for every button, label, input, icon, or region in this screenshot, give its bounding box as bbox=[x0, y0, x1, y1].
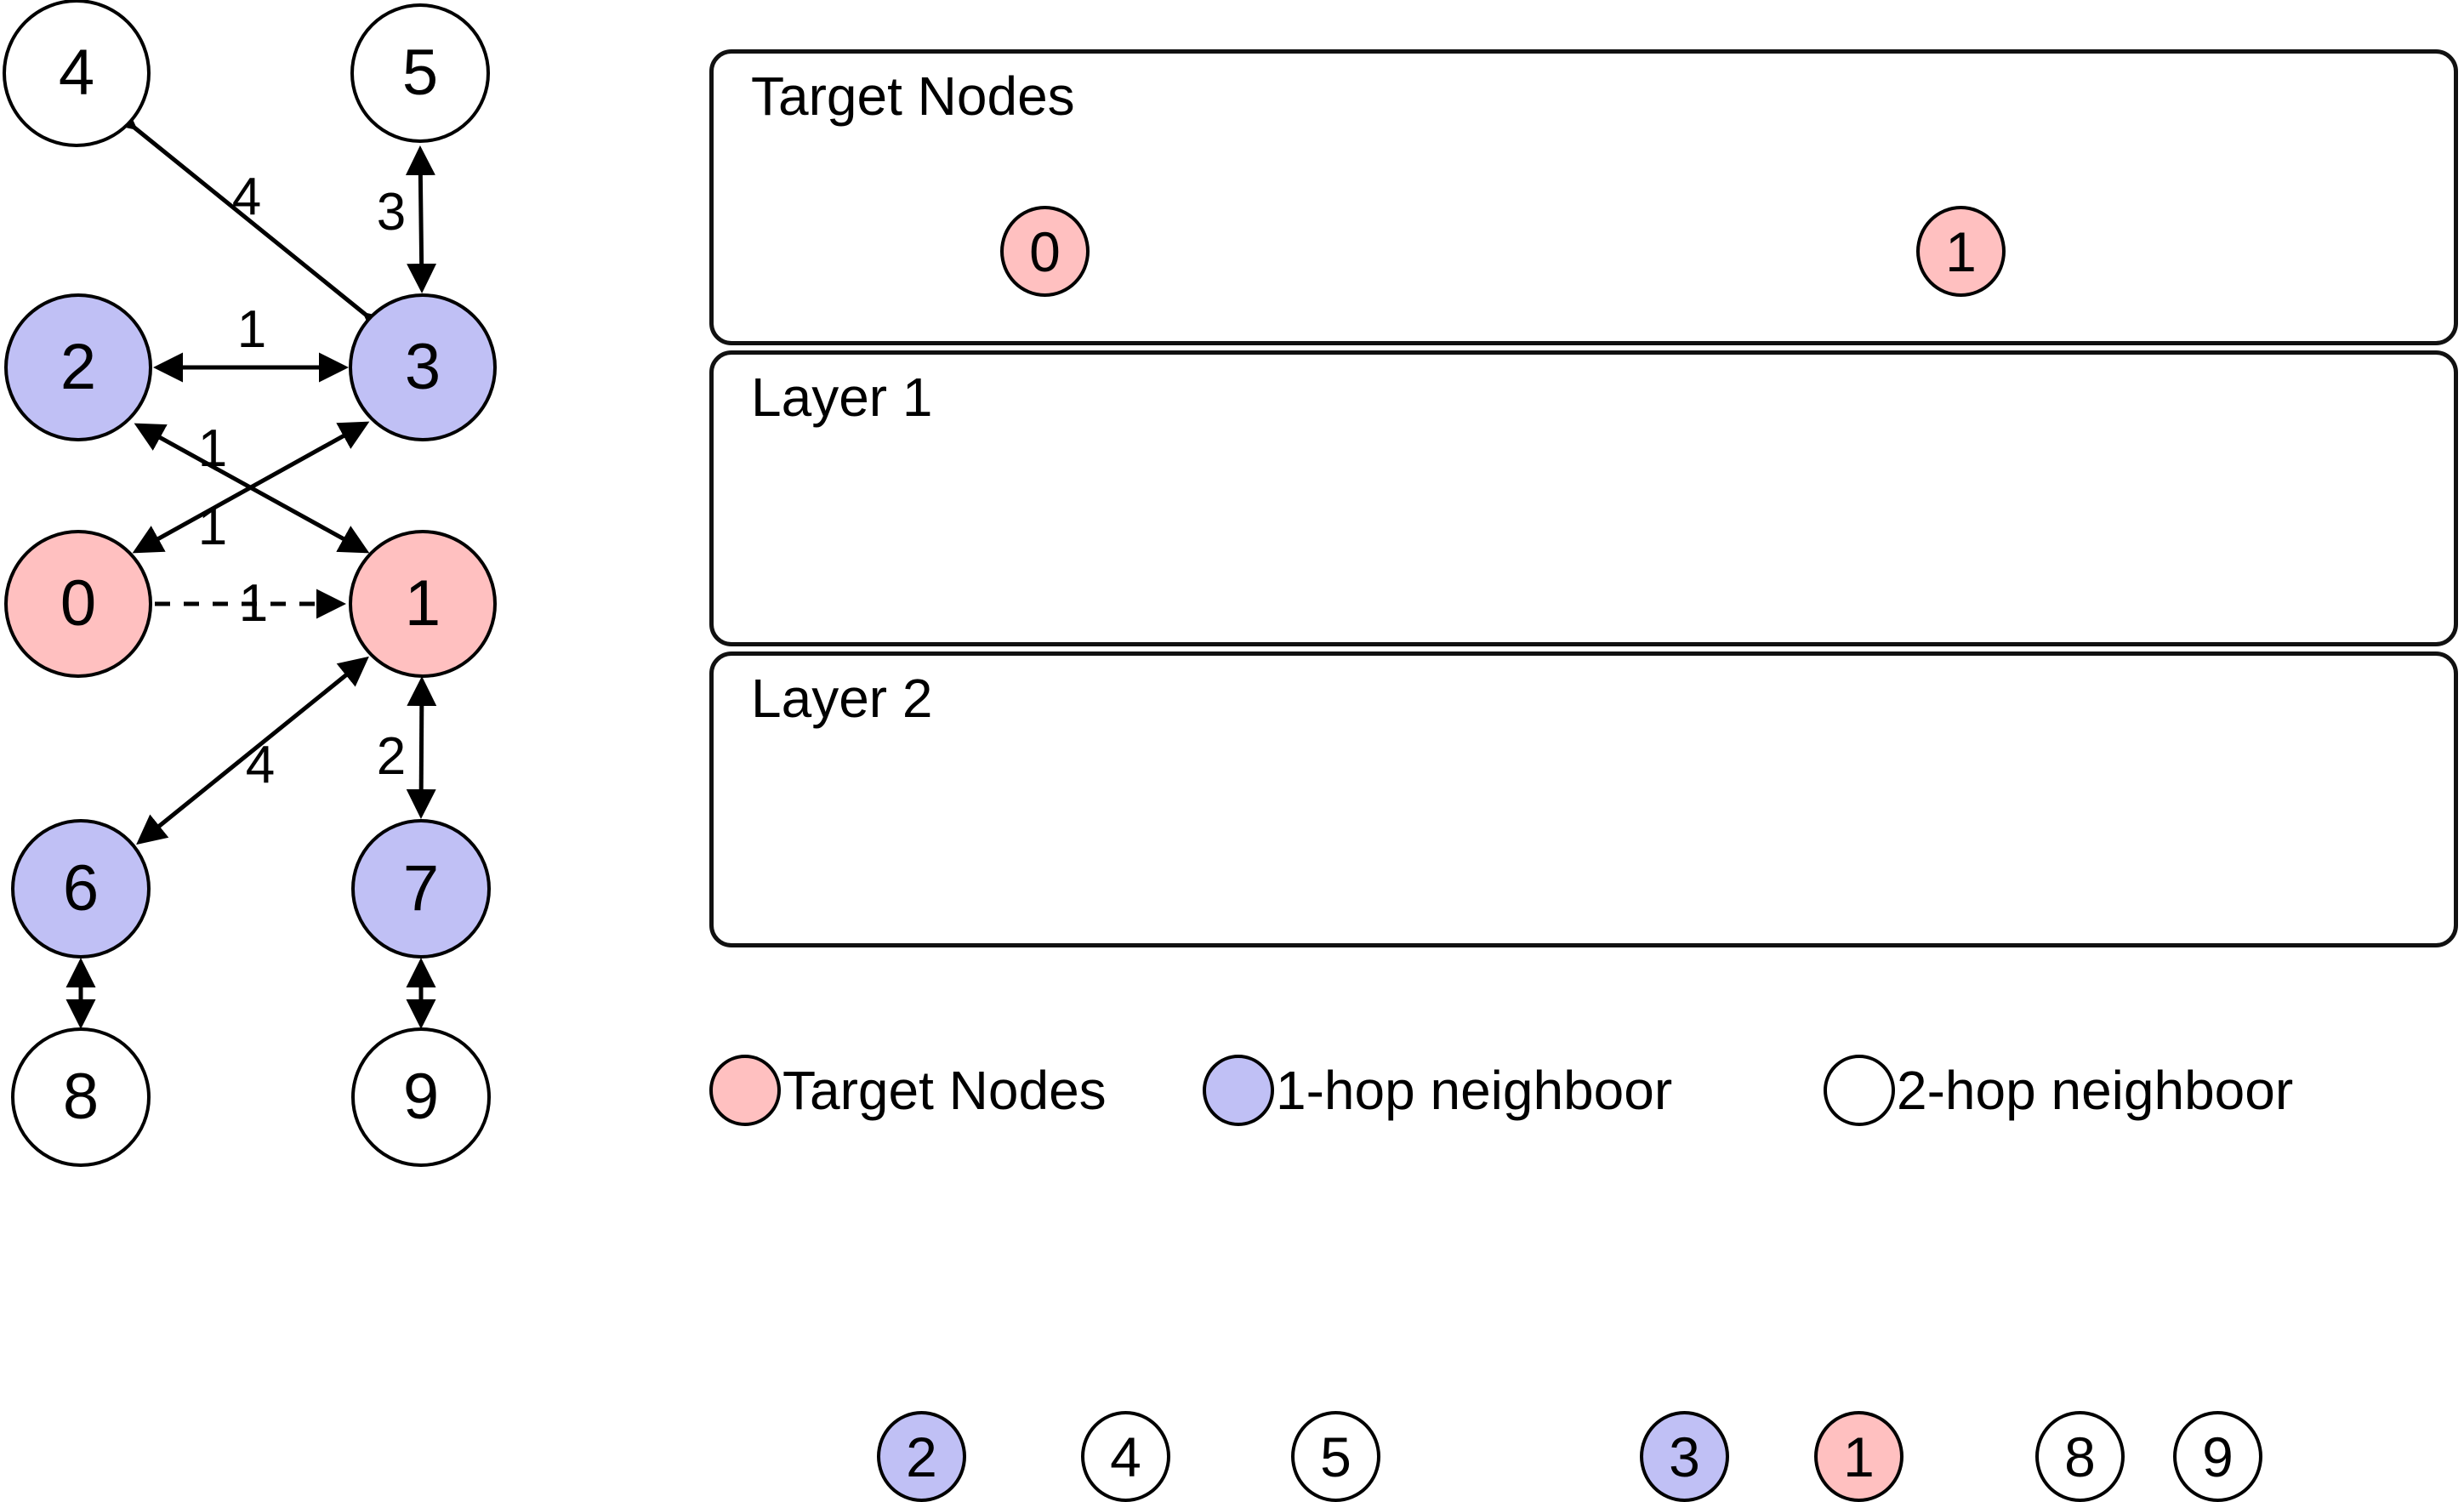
layer-node-label: 4 bbox=[1110, 1425, 1141, 1488]
graph-node-8[interactable]: 8 bbox=[11, 1027, 151, 1167]
layer-box-layer-1: Layer 1 3 2 6 7 bbox=[709, 350, 2458, 900]
layer-node-9[interactable]: 9 bbox=[2173, 1411, 2262, 1502]
edge-weight-0-3: 1 bbox=[197, 498, 228, 556]
layer-node-label: 3 bbox=[1669, 1425, 1700, 1488]
graph-node-label: 6 bbox=[62, 852, 100, 925]
edge-weight-5-3: 3 bbox=[376, 183, 407, 242]
layer-node-label: 1 bbox=[1945, 219, 1977, 283]
graph-edges-svg bbox=[65, 100, 437, 1029]
edge-weight-2-3: 1 bbox=[236, 300, 267, 359]
graph-node-4[interactable]: 4 bbox=[3, 0, 151, 147]
edge-weight-1-7: 2 bbox=[376, 727, 407, 786]
graph-node-0[interactable]: 0 bbox=[4, 530, 152, 678]
edge-0-3 bbox=[132, 421, 370, 554]
edge-weight-1-2: 1 bbox=[197, 419, 228, 478]
layer-node-5[interactable]: 5 bbox=[1291, 1411, 1380, 1502]
graph-node-label: 7 bbox=[402, 852, 440, 925]
legend-item-1-hop: 1-hop neighboor bbox=[1203, 1055, 1672, 1126]
legend-label: Target Nodes bbox=[782, 1060, 1107, 1121]
edge-3-4 bbox=[105, 100, 395, 343]
graph-node-2[interactable]: 2 bbox=[4, 293, 152, 441]
layer-node-4[interactable]: 4 bbox=[1081, 1411, 1170, 1502]
graph-node-label: 5 bbox=[401, 37, 439, 109]
graph-node-label: 2 bbox=[60, 331, 97, 403]
layer-node-0[interactable]: 0 bbox=[1000, 206, 1090, 297]
layer-node-1[interactable]: 1 bbox=[1814, 1411, 1903, 1502]
legend-item-target-nodes: Target Nodes bbox=[709, 1055, 1107, 1126]
two-hop-node-swatch-icon bbox=[1824, 1055, 1895, 1126]
layer-node-8[interactable]: 8 bbox=[2035, 1411, 2125, 1502]
layers-panel: Target Nodes 0 1 Layer 1 3 2 6 7 bbox=[709, 0, 2464, 1502]
edge-5-3 bbox=[405, 145, 437, 293]
graph-panel: 4 5 2 3 0 1 6 7 8 9 4 3 1 1 bbox=[0, 0, 561, 1167]
graph-node-1[interactable]: 1 bbox=[349, 530, 497, 678]
layer-title: Target Nodes bbox=[751, 65, 1075, 127]
graph-node-7[interactable]: 7 bbox=[351, 819, 491, 959]
layer-title: Layer 1 bbox=[751, 367, 933, 428]
layer-node-1[interactable]: 1 bbox=[1916, 206, 2006, 297]
legend-label: 1-hop neighboor bbox=[1276, 1060, 1673, 1121]
edge-weight-0-1: 1 bbox=[238, 574, 269, 633]
layer-node-3[interactable]: 3 bbox=[1640, 1411, 1729, 1502]
graph-node-5[interactable]: 5 bbox=[350, 3, 490, 143]
layer-node-label: 9 bbox=[2202, 1425, 2234, 1488]
legend-item-2-hop: 2-hop neighboor bbox=[1824, 1055, 2293, 1126]
target-node-swatch-icon bbox=[709, 1055, 781, 1126]
graph-node-label: 4 bbox=[58, 37, 95, 109]
layer-node-label: 8 bbox=[2064, 1425, 2096, 1488]
layer-box-target-nodes: Target Nodes 0 1 bbox=[709, 49, 2458, 345]
edge-weight-1-6: 4 bbox=[245, 736, 276, 794]
layer-node-label: 1 bbox=[1843, 1425, 1875, 1488]
graph-node-6[interactable]: 6 bbox=[11, 819, 151, 959]
legend-label: 2-hop neighboor bbox=[1897, 1060, 2294, 1121]
edge-1-7 bbox=[406, 676, 437, 819]
layer-node-label: 2 bbox=[906, 1425, 937, 1488]
legend: Target Nodes 1-hop neighboor 2-hop neigh… bbox=[709, 1044, 2464, 1146]
edge-1-6 bbox=[136, 656, 369, 845]
graph-node-3[interactable]: 3 bbox=[349, 293, 497, 441]
edge-weight-3-4: 4 bbox=[231, 168, 262, 226]
layer-node-2[interactable]: 2 bbox=[877, 1411, 966, 1502]
graph-node-label: 3 bbox=[404, 331, 441, 403]
graph-node-label: 0 bbox=[60, 567, 97, 640]
graph-node-label: 8 bbox=[62, 1061, 100, 1133]
graph-node-9[interactable]: 9 bbox=[351, 1027, 491, 1167]
layer-node-label: 0 bbox=[1029, 219, 1061, 283]
one-hop-node-swatch-icon bbox=[1203, 1055, 1274, 1126]
layer-box-layer-2: Layer 2 2 4 5 3 1 8 9 bbox=[709, 651, 2458, 1502]
layer-node-label: 5 bbox=[1320, 1425, 1352, 1488]
graph-node-label: 9 bbox=[402, 1061, 440, 1133]
layer-title: Layer 2 bbox=[751, 668, 933, 729]
graph-node-label: 1 bbox=[404, 567, 441, 640]
